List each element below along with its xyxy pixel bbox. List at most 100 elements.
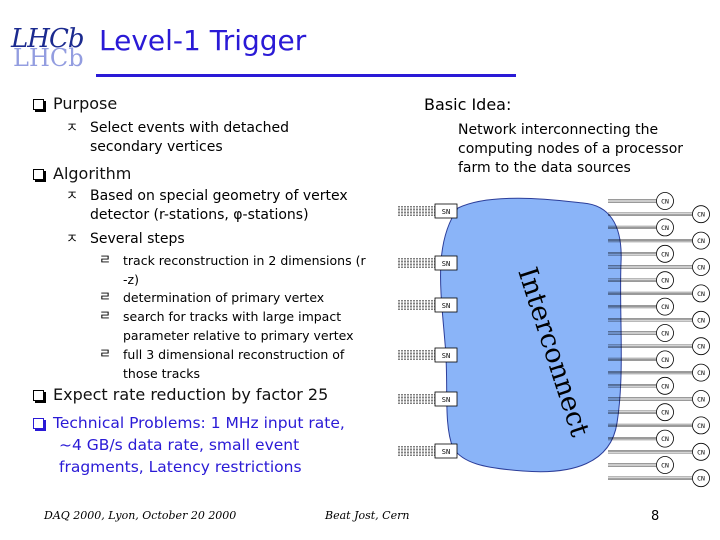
page-title: Level-1 Trigger — [99, 24, 307, 57]
cn-label: CN — [697, 448, 705, 456]
cn-label: CN — [697, 343, 705, 351]
algorithm-item: ㅈ Several steps — [66, 230, 185, 249]
purpose-item: ㅈ Select events with detached secondary … — [66, 119, 289, 157]
footer-author: Beat Jost, Cern — [325, 509, 410, 522]
compute-node: CN — [608, 297, 674, 316]
compute-node: CN — [608, 284, 710, 303]
source-node: SN — [398, 443, 458, 459]
compute-node: CN — [608, 324, 674, 342]
cn-circle — [692, 231, 710, 250]
step-line: those tracks — [123, 366, 200, 381]
check-bullet-icon: ㄹ — [99, 253, 111, 268]
square-bullet-icon — [33, 169, 44, 180]
compute-node: CN — [608, 469, 710, 488]
compute-node: CN — [608, 390, 710, 408]
cn-circle — [692, 469, 710, 488]
technical-line: fragments, Latency restrictions — [59, 458, 302, 476]
cn-circle — [656, 429, 674, 448]
step-item: ㄹ search for tracks with large impact pa… — [99, 307, 354, 345]
cn-circle — [656, 324, 674, 342]
cn-circle — [656, 218, 674, 237]
source-node: SN — [398, 255, 458, 271]
step-line: search for tracks with large impact — [123, 309, 342, 324]
cn-label: CN — [661, 303, 669, 311]
sn-box — [434, 391, 458, 407]
logo-text-shadow: LHCb — [13, 44, 84, 72]
cn-circle — [692, 205, 710, 224]
step-item: ㄹ full 3 dimensional reconstruction of t… — [99, 345, 345, 383]
sn-label: SN — [442, 260, 450, 268]
cn-label: CN — [697, 369, 705, 377]
technical-line: Technical Problems: 1 MHz input rate, — [53, 414, 345, 432]
expect-bullet: Expect rate reduction by factor 25 — [33, 385, 328, 405]
algorithm-line: detector (r-stations, φ-stations) — [90, 207, 309, 223]
step-line: -z) — [123, 272, 139, 287]
cn-label: CN — [697, 264, 705, 272]
technical-line: ~4 GB/s data rate, small event — [59, 436, 300, 454]
cn-circle — [656, 376, 674, 395]
compute-node: CN — [608, 456, 674, 474]
square-bullet-icon — [33, 99, 44, 110]
algorithm-bullet: Algorithm — [33, 164, 131, 184]
step-line: parameter relative to primary vertex — [123, 328, 354, 343]
algorithm-item: ㅈ Based on special geometry of vertex de… — [66, 187, 348, 225]
compute-node: CN — [608, 192, 674, 210]
cn-circle — [692, 310, 710, 329]
square-bullet-icon — [33, 390, 44, 401]
cn-label: CN — [661, 198, 669, 206]
footer-conference: DAQ 2000, Lyon, October 20 2000 — [44, 509, 237, 522]
sn-box — [434, 255, 458, 271]
compute-node: CN — [608, 442, 710, 461]
cn-circle — [656, 192, 674, 210]
basic-idea-line: computing nodes of a processor — [458, 141, 684, 157]
step-line: full 3 dimensional reconstruction of — [123, 347, 345, 362]
purpose-bullet: Purpose — [33, 94, 117, 114]
compute-node: CN — [608, 244, 674, 263]
cn-circle — [656, 297, 674, 316]
cn-label: CN — [697, 422, 705, 430]
compute-node: CN — [608, 403, 674, 422]
cn-label: CN — [661, 435, 669, 443]
cn-circle — [692, 284, 710, 303]
check-bullet-icon: ㄹ — [99, 290, 111, 305]
step-line: track reconstruction in 2 dimensions (r — [123, 253, 366, 268]
cn-circle — [656, 403, 674, 422]
cn-label: CN — [661, 356, 669, 364]
sn-label: SN — [442, 352, 450, 360]
basic-idea-heading: Basic Idea: — [424, 95, 512, 114]
compute-node: CN — [608, 376, 674, 395]
sn-box — [434, 347, 458, 363]
check-bullet-icon: ㄹ — [99, 309, 111, 324]
sn-label: SN — [442, 396, 450, 404]
page-number: 8 — [651, 509, 660, 524]
source-node: SN — [398, 347, 458, 363]
title-underline — [96, 74, 516, 77]
basic-idea-text: Network interconnecting the computing no… — [458, 121, 708, 178]
cn-label: CN — [661, 382, 669, 390]
cn-circle — [656, 456, 674, 474]
purpose-heading: Purpose — [53, 94, 118, 113]
cn-circle — [692, 390, 710, 408]
arrow-bullet-icon: ㅈ — [66, 189, 78, 204]
cn-label: CN — [697, 211, 705, 219]
cn-label: CN — [661, 224, 669, 232]
algorithm-line: Based on special geometry of vertex — [90, 188, 348, 204]
compute-node: CN — [608, 310, 710, 329]
sn-label: SN — [442, 208, 450, 216]
cn-label: CN — [697, 237, 705, 245]
algorithm-heading: Algorithm — [53, 164, 132, 183]
technical-bullet: Technical Problems: 1 MHz input rate, ~4… — [33, 412, 345, 478]
compute-node: CN — [608, 231, 710, 250]
compute-node: CN — [608, 363, 710, 382]
cn-label: CN — [661, 409, 669, 417]
purpose-line: secondary vertices — [90, 139, 223, 155]
source-node: SN — [398, 203, 458, 219]
compute-node: CN — [608, 416, 710, 435]
lhcb-logo: LHCb LHCb — [5, 14, 91, 76]
cn-label: CN — [697, 290, 705, 298]
cn-label: CN — [697, 475, 705, 483]
step-item: ㄹ track reconstruction in 2 dimensions (… — [99, 251, 366, 289]
cn-circle — [692, 416, 710, 435]
cn-circle — [656, 350, 674, 369]
